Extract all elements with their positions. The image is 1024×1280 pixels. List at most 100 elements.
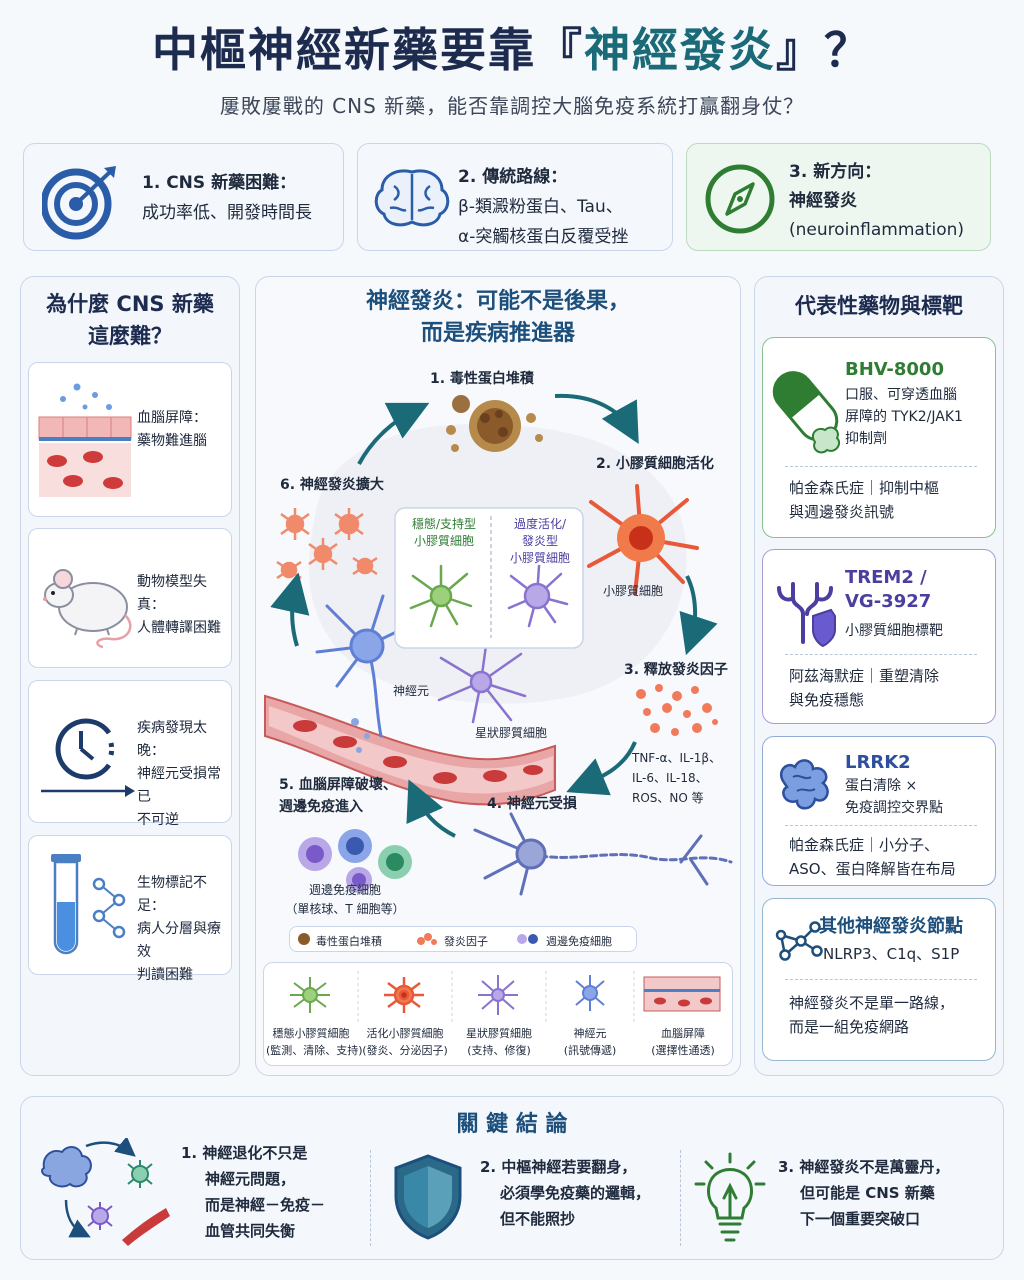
compass-icon [705,164,775,234]
damaged-neuron-illustration [473,812,733,896]
immune-cell-legend-icon [517,934,538,944]
activated-microglia-illustration [587,484,699,596]
legend-item: 發炎因子 [444,935,488,948]
mouse-icon [43,569,132,649]
legend-item: 毒性蛋白堆積 [316,935,382,948]
resting-microglia-icon [290,977,330,1013]
toxic-protein-cluster [446,395,543,452]
cell-type-icons [290,971,721,1023]
neuron-illustration [315,594,415,738]
cell-type-label: 活化小膠質細胞(發炎、分泌因子) [362,1027,448,1057]
cell-type-label: 星狀膠質細胞(支持、修復) [466,1027,532,1057]
neuron-icon [575,975,605,1011]
astrocyte-illustration [437,636,527,724]
left-item-bbb: 血腦屏障：藥物難進腦 [28,362,232,517]
protein-icon [779,759,829,810]
microglia-label: 小膠質細胞 [603,584,664,598]
drug-name: 其他神經發炎節點 [819,916,963,937]
left-panel-title: 為什麼 CNS 新藥 這麼難？ [46,292,214,348]
legend-item: 週邊免疫細胞 [546,935,612,948]
left-item-text: 疾病發現太晚：神經元受損常已不可逆 [137,720,221,828]
brain-icon [374,169,450,227]
cycle-icon [41,1138,170,1246]
left-item-text: 血腦屏障：藥物難進腦 [137,410,207,449]
top-card-line: 神經發炎 [789,191,857,211]
cell-type-label: 穩態小膠質細胞(監測、清除、支持) [266,1027,363,1057]
drug-description: NLRP3、C1q、S1P [823,945,960,963]
step-5-label: 5. 血腦屏障破壞、週邊免疫進入 [279,777,397,815]
cytokine-dots [636,684,718,736]
cytokine-legend-icon [417,933,437,945]
top-card-line: β-類澱粉蛋白、Tau、 [458,197,623,217]
step-1-label: 1. 毒性蛋白堆積 [430,371,534,387]
step-4-label: 4. 神經元受損 [487,796,577,812]
left-item-late-detection: 疾病發現太晚：神經元受損常已不可逆 [28,680,232,828]
neuroinflammation-cycle-diagram [264,393,733,896]
capsule-icon [772,371,841,454]
lightbulb-icon [694,1152,766,1242]
test-tube-icon [51,854,126,955]
drug-description: 蛋白清除 ×免疫調控交界點 [845,778,943,816]
top-card-traditional-route: 2. 傳統路線： β-類澱粉蛋白、Tau、 α-突觸核蛋白反覆受挫 [357,143,673,251]
conclusion-panel [20,1096,1004,1260]
cytokine-list: TNF-α、IL-1β、IL-6、IL-18、ROS、NO 等 [632,751,722,805]
immune-cells-label: 週邊免疫細胞（單核球、T 細胞等） [285,883,405,916]
drug-indication: 阿茲海默症｜重塑清除與免疫穩態 [789,667,940,709]
page-subtitle: 屢敗屢戰的 CNS 新藥，能否靠調控大腦免疫系統打贏翻身仗？ [219,94,805,118]
network-icon [775,921,823,961]
divider [680,1150,681,1246]
clock-icon [41,718,135,797]
drug-card-lrrk2: LRRK2 蛋白清除 ×免疫調控交界點 帕金森氏症｜小分子、ASO、蛋白降解皆在… [762,736,996,886]
inset-right-label: 過度活化/發炎型小膠質細胞 [509,517,570,565]
toxic-protein-legend-icon [298,933,310,945]
left-item-text: 生物標記不足：病人分層與療效判讀困難 [137,875,221,983]
top-card-title: 1. CNS 新藥困難： [142,173,297,193]
left-item-biomarkers: 生物標記不足：病人分層與療效判讀困難 [28,835,232,983]
drug-card-other-nodes: 其他神經發炎節點 NLRP3、C1q、S1P 神經發炎不是單一路線，而是一組免疫… [762,898,996,1061]
center-panel-title: 神經發炎：可能不是後果， 而是疾病推進器 [365,289,630,346]
blood-vessel-illustration [264,694,556,806]
drug-indication: 神經發炎不是單一路線，而是一組免疫網路 [789,994,955,1036]
top-card-new-direction: 3. 新方向： 神經發炎 (neuroinflammation) [686,143,991,251]
peripheral-immune-cells [298,829,412,893]
astrocyte-label: 星狀膠質細胞 [475,726,548,740]
overactivated-microglia-illustration [507,564,569,628]
target-icon [42,166,116,240]
drug-name: LRRK2 [845,752,911,773]
drug-name: BHV-8000 [845,359,944,380]
drug-name: TREM2 /VG-3927 [845,567,932,612]
left-item-animal-model: 動物模型失真：人體轉譯困難 [28,528,232,668]
drug-indication: 帕金森氏症｜抑制中樞與週邊發炎訊號 [789,479,940,521]
conclusion-item-3: 3. 神經發炎不是萬靈丹， 但可能是 CNS 新藥 下一個重要突破口 [778,1158,950,1228]
top-card-title: 3. 新方向： [789,162,882,182]
cell-type-label: 血腦屏障(選擇性通透) [651,1027,715,1057]
conclusion-item-1: 1. 神經退化不只是 神經元問題， 而是神經－免疫－ 血管共同失衡 [181,1144,326,1240]
resting-microglia-illustration [409,564,473,628]
left-item-text: 動物模型失真：人體轉譯困難 [137,574,221,636]
drug-indication: 帕金森氏症｜小分子、ASO、蛋白降解皆在布局 [789,836,956,878]
top-card-line: α-突觸核蛋白反覆受挫 [458,227,629,247]
step-2-label: 2. 小膠質細胞活化 [596,456,714,472]
conclusion-title: 關 鍵 結 論 [456,1112,568,1137]
shield-icon [394,1154,462,1240]
microglia-state-inset [394,507,584,649]
activated-microglia-icon [384,977,424,1013]
title-highlight: 神經發炎 [584,23,776,77]
top-card-text: 1. CNS 新藥困難： 成功率低、開發時間長 [142,168,312,228]
divider [370,1150,371,1246]
top-card-line: (neuroinflammation) [789,220,965,240]
blood-brain-barrier-icon [38,383,132,497]
blood-brain-barrier-mini-icon [643,976,721,1012]
page-title: 中樞神經新藥要靠『神經發炎』？ [152,23,872,77]
conclusion-item-2: 2. 中樞神經若要翻身， 必須學免疫藥的邏輯， 但不能照抄 [480,1158,651,1228]
cell-type-label: 神經元(訊號傳遞) [563,1027,617,1057]
diagram-legend: 毒性蛋白堆積 發炎因子 週邊免疫細胞 [289,926,637,952]
astrocyte-icon [478,975,518,1015]
drug-card-trem2: TREM2 /VG-3927 小膠質細胞標靶 阿茲海默症｜重塑清除與免疫穩態 [762,549,996,724]
neuron-label: 神經元 [393,684,430,698]
drug-description: 小膠質細胞標靶 [845,623,943,639]
top-card-title: 2. 傳統路線： [458,167,568,187]
step-3-label: 3. 釋放發炎因子 [624,662,728,678]
